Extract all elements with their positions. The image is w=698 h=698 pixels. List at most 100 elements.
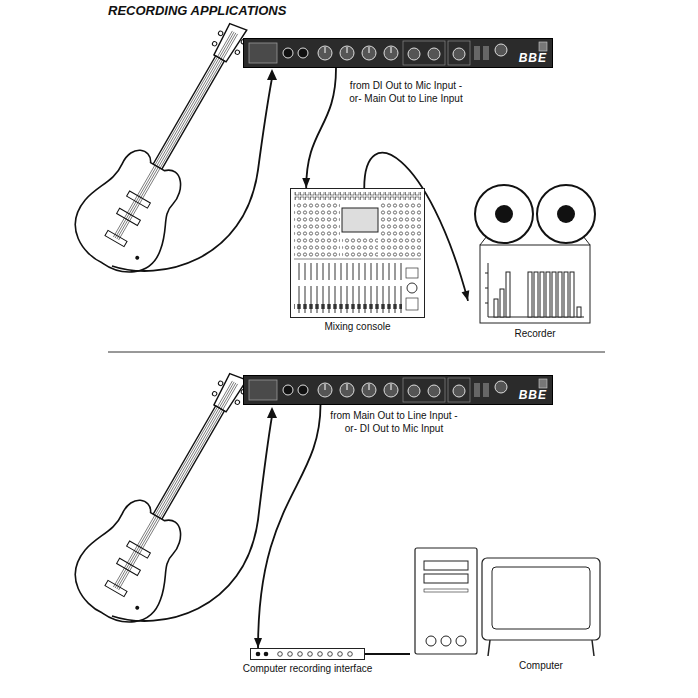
device-label: Mixing console	[324, 321, 390, 333]
tape-recorder-part	[558, 272, 562, 317]
arrowhead	[254, 638, 262, 648]
computer-part	[488, 640, 490, 656]
preamp-unit-part	[318, 46, 332, 60]
preamp-unit-part	[391, 47, 392, 53]
preamp-unit-part	[391, 384, 392, 390]
tape-recorder-drawing	[468, 183, 602, 325]
computer-part	[482, 558, 600, 640]
computer-part	[456, 636, 466, 646]
mixing-console-part	[294, 192, 421, 200]
recording-interface-part	[278, 652, 283, 657]
tape-recorder-part	[475, 185, 533, 243]
preamp-unit-part	[325, 384, 326, 390]
preamp-unit-part	[428, 385, 440, 397]
preamp-unit-part	[244, 376, 553, 405]
tape-recorder-part	[485, 288, 488, 289]
preamp-unit-part	[362, 46, 376, 60]
preamp-unit-part	[474, 383, 480, 397]
mixing-console-part	[380, 202, 421, 257]
preamp-unit-part	[283, 385, 293, 395]
cable-arrowhead	[267, 407, 277, 418]
preamp-unit-part	[448, 41, 470, 65]
mixing-console: Mixing console	[290, 188, 425, 318]
recording-interface: Computer recording interface	[250, 648, 365, 660]
preamp-unit-part	[384, 383, 398, 397]
recording-interface-part	[256, 652, 261, 657]
tape-recorder-part	[537, 185, 595, 243]
preamp-unit-part	[369, 384, 370, 390]
recording-interface-part	[264, 652, 269, 657]
signal-connector	[254, 405, 320, 648]
mixing-console-part	[406, 268, 418, 278]
mixing-console-part	[294, 259, 421, 260]
tape-recorder-part	[485, 273, 488, 274]
device-label: Recorder	[514, 328, 555, 340]
computer-part	[424, 589, 468, 592]
tape-recorder-part	[552, 272, 556, 317]
divider-line	[108, 352, 605, 353]
computer-part	[424, 574, 468, 583]
preamp-unit-part	[347, 384, 348, 390]
preamp-unit-part	[369, 47, 370, 53]
mixing-console-part	[406, 298, 418, 310]
preamp-unit-part	[483, 46, 489, 60]
preamp-unit-part	[495, 44, 507, 56]
tape-recorder-part	[500, 289, 504, 317]
tape-recorder-part	[495, 205, 513, 223]
computer-part	[441, 636, 451, 646]
preamp-unit-drawing	[243, 375, 553, 405]
computer: Computer	[410, 545, 605, 657]
signal-connector	[302, 68, 336, 188]
tape-recorder-part	[557, 205, 575, 223]
preamp-unit-part	[340, 46, 354, 60]
recording-interface-part	[328, 652, 333, 657]
preamp-unit-part	[403, 41, 445, 65]
instrument-cable	[112, 78, 272, 271]
recording-interface-part	[338, 652, 343, 657]
preamp-unit-part	[483, 383, 489, 397]
preamp-unit-part	[448, 378, 470, 402]
recording-interface-part	[298, 652, 303, 657]
preamp-unit-part	[362, 383, 376, 397]
tape-recorder-part	[488, 263, 489, 317]
diagram-title: RECORDING APPLICATIONS	[108, 3, 286, 18]
brand-logo: BBE	[519, 388, 547, 402]
tape-recorder-part	[570, 272, 574, 317]
preamp-unit-part	[408, 48, 420, 60]
preamp-unit-part	[539, 379, 547, 388]
brand-logo: BBE	[519, 51, 547, 65]
mixing-console-part	[291, 189, 425, 318]
instrument-cable	[112, 416, 272, 621]
preamp-unit-part	[403, 378, 445, 402]
mixing-console-part	[294, 263, 402, 313]
connector-line	[306, 68, 336, 188]
tape-recorder: Recorder	[468, 183, 602, 325]
preamp-unit-part	[347, 47, 348, 53]
preamp-unit-part	[428, 48, 440, 60]
preamp-unit: BBE	[243, 38, 553, 68]
preamp-unit-part	[298, 48, 308, 58]
preamp-unit-part	[325, 47, 326, 53]
preamp-unit-part	[453, 385, 465, 397]
tape-recorder-part	[494, 299, 498, 317]
preamp-unit: BBE	[243, 375, 553, 405]
preamp-unit-part	[384, 46, 398, 60]
cable-arrowhead	[267, 69, 277, 80]
tape-recorder-part	[546, 272, 550, 317]
recording-interface-drawing	[250, 648, 365, 660]
preamp-unit-part	[408, 385, 420, 397]
computer-part	[426, 636, 436, 646]
tape-recorder-part	[577, 307, 581, 317]
arrowhead	[302, 178, 310, 188]
tape-recorder-part	[540, 272, 544, 317]
tape-recorder-part	[480, 245, 590, 323]
preamp-unit-part	[283, 48, 293, 58]
preamp-unit-part	[453, 48, 465, 60]
computer-part	[424, 561, 468, 570]
preamp-unit-part	[249, 43, 277, 63]
computer-part	[492, 567, 590, 629]
mixing-console-part	[294, 202, 340, 257]
recording-interface-part	[348, 652, 353, 657]
preamp-unit-part	[340, 383, 354, 397]
